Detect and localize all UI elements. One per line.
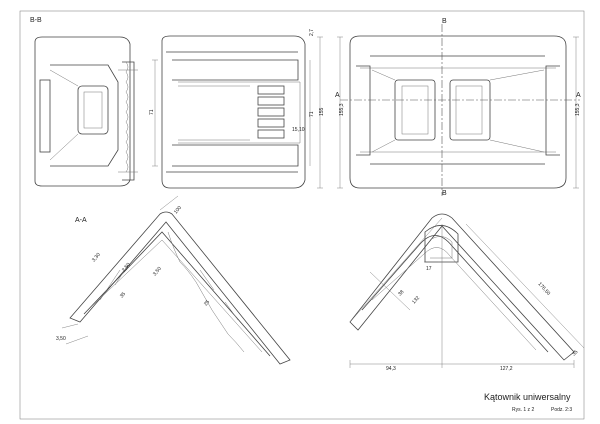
dim-35: 35	[119, 291, 127, 299]
dim-17: 17	[426, 266, 432, 272]
cut-marker-b-bottom: B	[442, 190, 447, 197]
view-top-right: B B A A 155,3 155,3	[335, 18, 581, 197]
dim-15-10: 15,10	[292, 127, 305, 133]
dim-3-30: 3,30	[91, 252, 102, 263]
drawing-scale: Podz. 2:3	[551, 407, 572, 413]
section-label-aa: A-A	[75, 217, 87, 224]
title-block: Kątownik uniwersalny Rys. 1 z 2 Podz. 2:…	[484, 392, 572, 413]
dim-71-a: 71	[149, 109, 155, 115]
dim-71-b: 71	[309, 111, 315, 117]
dim-155-3-a: 155,3	[339, 103, 345, 116]
cut-marker-b-top: B	[442, 18, 447, 25]
dim-155-left: 155	[319, 107, 325, 116]
dim-155-3-b: 155,3	[575, 103, 581, 116]
dim-3-50: 3,50	[152, 266, 163, 277]
cut-marker-a-right: A	[576, 92, 581, 99]
dim-176-50: 176,50	[537, 281, 552, 297]
dim-38: 38	[397, 289, 405, 297]
dim-2-7: 2,7	[309, 29, 315, 36]
drawing-number: Rys. 1 z 2	[512, 407, 534, 413]
drawing-title: Kątownik uniwersalny	[484, 392, 571, 402]
section-label-bb: B-B	[30, 17, 42, 24]
view-section-aa: A-A 100 3,30 2,50 35 3,50 25 3,50	[56, 195, 291, 365]
view-top-middle: 71 71 155 15,10 2,7	[149, 29, 325, 189]
dim-3-50-b: 3,50	[56, 336, 66, 342]
dim-35-right: 35	[571, 349, 579, 357]
dim-127-2: 127,2	[500, 366, 513, 372]
dim-25: 25	[203, 299, 211, 307]
dim-132: 132	[411, 295, 421, 305]
dim-94-3: 94,3	[386, 366, 396, 372]
dim-2-50: 2,50	[121, 262, 132, 273]
cut-marker-a-left: A	[335, 92, 340, 99]
dim-100: 100	[173, 205, 183, 215]
sheet-border	[19, 10, 585, 420]
view-section-bb: B-B	[30, 17, 138, 187]
view-side-right: 17 38 132 176,50 35 94,3 127,2	[349, 213, 585, 372]
